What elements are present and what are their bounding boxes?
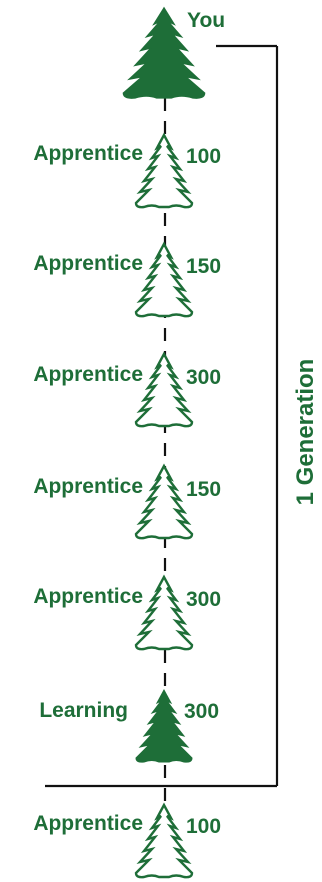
level-node: Apprentice 300 xyxy=(33,575,221,651)
level-label: Apprentice xyxy=(33,475,143,498)
outline-tree-icon xyxy=(134,464,194,540)
level-node: Apprentice 150 xyxy=(33,242,221,318)
outline-tree-icon xyxy=(134,803,194,879)
level-node: Apprentice 100 xyxy=(33,803,221,879)
you-label: You xyxy=(187,9,225,32)
level-node: Learning 300 xyxy=(39,689,219,763)
level-label: Apprentice xyxy=(33,812,143,835)
level-label: Apprentice xyxy=(33,585,143,608)
level-value: 100 xyxy=(186,145,221,168)
outline-tree-icon xyxy=(134,352,194,428)
outline-tree-icon xyxy=(134,133,194,209)
level-label: Learning xyxy=(39,699,128,722)
level-label: Apprentice xyxy=(33,142,143,165)
level-node: Apprentice 150 xyxy=(33,464,221,540)
level-value: 150 xyxy=(186,478,221,501)
level-value: 150 xyxy=(186,255,221,278)
level-node: Apprentice 100 xyxy=(33,133,221,209)
level-value: 300 xyxy=(184,700,219,723)
outline-tree-icon xyxy=(134,242,194,318)
generation-label: 1 Generation xyxy=(292,359,319,506)
level-value: 300 xyxy=(186,366,221,389)
level-node: Apprentice 300 xyxy=(33,352,221,428)
level-label: Apprentice xyxy=(33,363,143,386)
level-value: 300 xyxy=(186,588,221,611)
level-value: 100 xyxy=(186,815,221,838)
you-node: You xyxy=(122,7,225,99)
level-label: Apprentice xyxy=(33,252,143,275)
outline-tree-icon xyxy=(134,575,194,651)
